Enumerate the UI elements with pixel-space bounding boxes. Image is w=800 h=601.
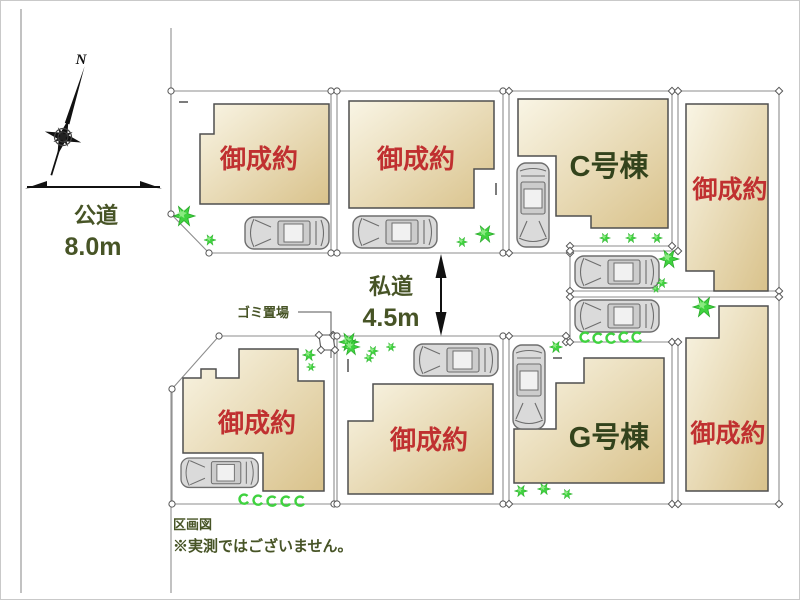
building-unit-g — [513, 357, 665, 484]
lot-label: 御成約 — [689, 419, 765, 448]
lot-corner-markers — [167, 86, 784, 509]
building-bottom-left — [182, 348, 325, 492]
building-bottom-right — [685, 305, 769, 492]
lot-label: 御成約 — [691, 175, 767, 204]
garbage-station: ゴミ置場 — [237, 305, 340, 358]
building-top-right — [685, 103, 769, 292]
public-road-name: 公道 — [74, 203, 118, 228]
private-road-dimension: 私道 4.5m — [363, 254, 447, 336]
arrow-up-icon — [435, 254, 447, 278]
private-road-width: 4.5m — [363, 304, 420, 332]
lot-label: 御成約 — [376, 144, 455, 174]
compass-rose-icon: N — [44, 52, 88, 176]
lot-label: 御成約 — [217, 408, 296, 438]
arrow-down-icon — [435, 312, 447, 336]
plan-title: 区画図 — [173, 517, 212, 532]
lot-label: C号棟 — [570, 150, 650, 183]
plan-note: ※実測ではございません。 — [173, 537, 353, 555]
north-label: N — [75, 52, 88, 68]
building-top-left — [199, 103, 330, 205]
lot-labels: 御成約 御成約 C号棟 御成約 御成約 御成約 G号棟 御成約 — [217, 144, 768, 455]
building-unit-c — [517, 98, 669, 229]
buildings — [182, 98, 769, 495]
public-road-lines — [20, 9, 172, 593]
footer: 区画図 ※実測ではございません。 — [173, 517, 353, 555]
survey-dashes — [179, 101, 562, 372]
lot-label: 御成約 — [219, 144, 298, 174]
arrow-left-icon — [25, 181, 47, 189]
public-road-dimension: 公道 8.0m — [25, 181, 162, 261]
private-road-name: 私道 — [369, 274, 413, 299]
building-top-middle — [348, 100, 495, 209]
public-road-width: 8.0m — [65, 233, 122, 261]
arrow-right-icon — [140, 181, 162, 189]
building-bottom-middle — [347, 383, 494, 495]
garbage-label: ゴミ置場 — [237, 305, 289, 320]
lot-label: 御成約 — [389, 425, 468, 455]
lot-label: G号棟 — [569, 421, 651, 454]
